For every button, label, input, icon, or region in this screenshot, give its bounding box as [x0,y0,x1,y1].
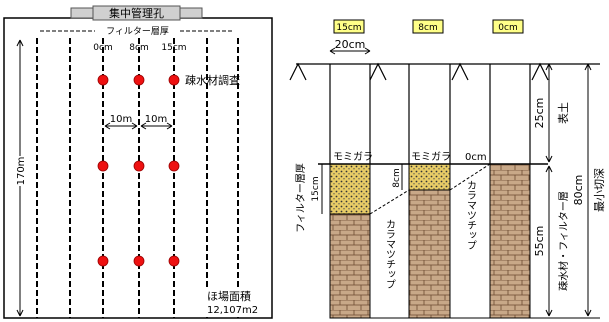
chip-label: カラマツチップ [465,180,476,250]
survey-point [168,255,180,267]
filter-label: フィルター層厚 [106,26,169,37]
column-tag [333,19,365,34]
spacing-label: 10m [110,114,132,125]
column-tag [492,19,524,34]
filter-thickness-title: フィルター層厚 [295,163,307,233]
width-dimension [329,47,371,55]
spacing-dimension [104,122,173,130]
filter-layer-8 [408,163,451,191]
col-label: 8cm [129,43,148,53]
header-box [92,5,181,21]
header-pipe: 集中管理孔 [70,5,203,21]
min-depth-label: 最小切深 [593,168,606,212]
survey-point [97,255,109,267]
header-pipe-right [179,7,203,19]
profile-view: 15cm 8cm 0cm 20cm [289,19,606,319]
survey-point [168,160,180,172]
survey-point [97,160,109,172]
survey-point [133,255,145,267]
area-value: 12,107m2 [207,305,258,316]
filter-label-group: フィルター層厚 [40,26,234,37]
drain-depth: 55cm [533,226,546,257]
length-label: 170m [16,157,27,186]
filter-thickness-15: 15cm [311,176,321,201]
column-tag-label: 0cm [498,23,517,33]
area-title: ほ場面積 [207,289,251,303]
header-label: 集中管理孔 [109,6,164,20]
total-depth: 80cm [572,175,585,206]
filter-thickness-8: 8cm [392,168,402,187]
topsoil-depth: 25cm [533,98,546,129]
momigara-label: モミガラ [333,151,373,163]
col-label: 15cm [161,43,186,53]
width-label: 20cm [335,38,366,51]
momigara-label: モミガラ [411,151,451,163]
depth-dimensions [530,63,600,319]
column-tag [412,19,444,34]
survey-point [133,160,145,172]
survey-point [168,74,180,86]
ground-surface [289,62,600,81]
chip-label: カラマツチップ [384,219,395,289]
column-tag-label: 8cm [418,23,437,33]
topsoil-label: 表土 [556,102,570,124]
filter-layer-15 [329,163,371,215]
survey-label: 疎水材調査 [185,73,240,87]
survey-point [97,74,109,86]
column-tags: 15cm 8cm 0cm [333,19,524,34]
header-pipe-left [70,7,94,19]
plan-view: 集中管理孔 フィルター層厚 0cm 8cm 15cm [3,5,273,319]
chip-layer-2 [408,189,451,319]
column-tag-label: 15cm [336,23,361,33]
survey-point [133,74,145,86]
zero-filter-label: 0cm [465,152,487,163]
col-label: 0cm [93,43,112,53]
spacing-label: 10m [145,114,167,125]
drain-label: 疎水材・フィルター層 [557,191,570,291]
chip-layer-1 [329,213,371,319]
chip-layer-3 [489,163,531,319]
survey-points [97,74,180,267]
